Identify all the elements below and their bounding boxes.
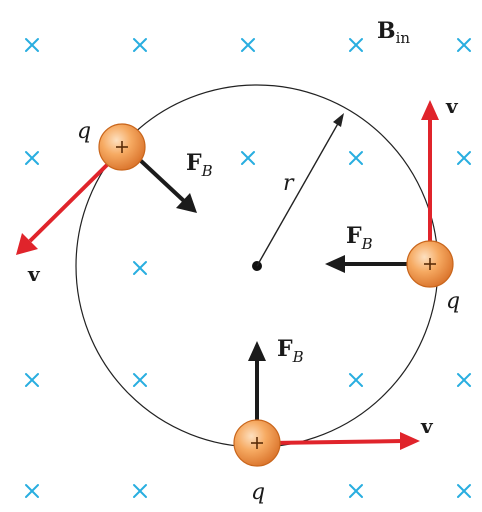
force-arrow-right [325, 255, 407, 273]
plus-icon [116, 141, 128, 153]
field-x-marker [349, 151, 363, 165]
force-label-bottom: FB [277, 336, 304, 366]
charge-label-upper-left: q [77, 119, 91, 144]
field-x-marker [349, 484, 363, 498]
force-arrow-upper-left [138, 158, 197, 213]
force-label-main: F [186, 150, 202, 176]
field-x-marker [241, 151, 255, 165]
field-x-marker [349, 373, 363, 387]
field-x-marker [457, 151, 471, 165]
particle-upper-left: v FB q [16, 119, 213, 286]
force-label-main: F [277, 336, 293, 362]
velocity-label-upper-left: v [27, 262, 41, 286]
field-x-marker [457, 38, 471, 52]
charge-label-bottom: q [251, 480, 265, 505]
field-x-marker [133, 484, 147, 498]
field-x-marker [133, 261, 147, 275]
force-label-upper-left: FB [186, 150, 213, 180]
field-x-marker [241, 38, 255, 52]
velocity-arrow-right [421, 100, 439, 250]
force-arrow-bottom [248, 341, 266, 420]
particle-bottom: v FB q [233, 336, 434, 505]
force-label-main: F [346, 223, 362, 249]
velocity-label-bottom: v [420, 414, 434, 438]
field-x-marker [25, 484, 39, 498]
field-markers [25, 38, 471, 498]
field-x-marker [25, 38, 39, 52]
radius-label: r [283, 171, 295, 196]
force-label-sub: B [292, 348, 304, 366]
velocity-arrow-upper-left [16, 158, 114, 255]
force-label-sub: B [201, 162, 213, 180]
particle-right: v FB q [325, 94, 460, 314]
force-label-sub: B [361, 235, 373, 253]
velocity-label-right: v [445, 94, 459, 118]
force-label-right: FB [346, 223, 373, 253]
plus-icon [424, 258, 436, 270]
field-x-marker [133, 373, 147, 387]
field-x-marker [133, 38, 147, 52]
field-label: Bin [377, 18, 410, 47]
field-x-marker [349, 38, 363, 52]
field-x-marker [457, 484, 471, 498]
radius-arrow [256, 113, 344, 267]
field-label-main: B [377, 18, 396, 44]
charge-label-right: q [446, 289, 460, 314]
field-x-marker [25, 151, 39, 165]
field-x-marker [25, 373, 39, 387]
plus-icon [251, 437, 263, 449]
field-label-sub: in [396, 29, 411, 47]
velocity-arrow-bottom [269, 432, 420, 450]
field-x-marker [457, 373, 471, 387]
